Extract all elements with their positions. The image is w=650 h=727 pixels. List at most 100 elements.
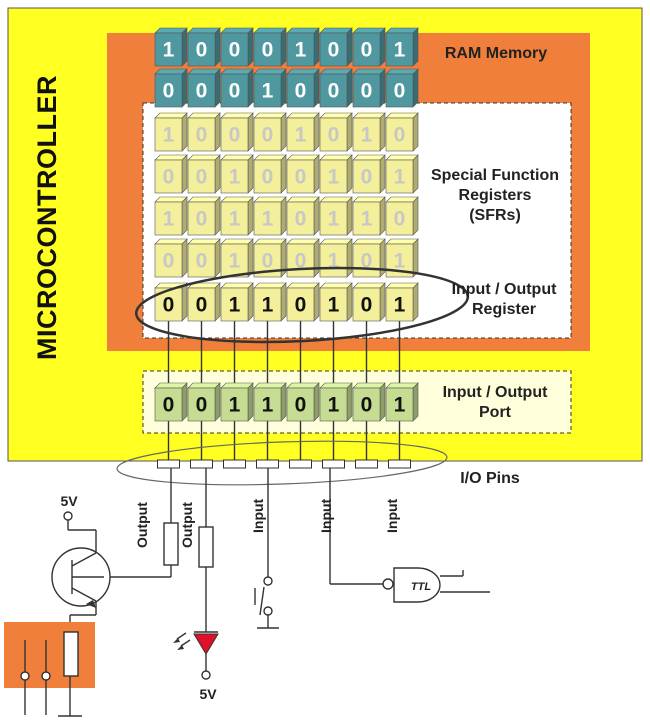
relay-contact-b	[41, 671, 51, 681]
supply-terminal-top	[63, 511, 73, 521]
sfr-row-2-cell: 0	[253, 154, 287, 194]
supply-label-top: 5V	[60, 493, 78, 509]
sfr-row-2-bit: 0	[163, 166, 175, 189]
io-register-highlight	[134, 266, 470, 344]
resistor-2	[198, 526, 214, 568]
sfr-row-1-bit: 1	[361, 124, 373, 147]
ram-row-1-cell: 1	[385, 27, 419, 67]
sfr-row-1-bit: 0	[328, 124, 340, 147]
sfr-row-4-bit: 1	[394, 250, 406, 273]
io-register-bit: 0	[163, 294, 175, 317]
sfr-row-4-cell: 0	[286, 238, 320, 278]
sfr-row-1-bit: 1	[295, 124, 307, 147]
sfr-row-4-cell: 0	[352, 238, 386, 278]
ram-row-1-cell: 0	[319, 27, 353, 67]
sfr-row-1-bit: 1	[163, 124, 175, 147]
pin-label-input-1: Input	[250, 498, 266, 533]
io-register-cell: 1	[385, 282, 419, 322]
ram-row-1-bit: 1	[394, 39, 406, 62]
io-register-cell: 0	[352, 282, 386, 322]
sfr-row-2-bit: 0	[295, 166, 307, 189]
ram-row-2-bit: 0	[196, 80, 208, 103]
ram-memory-label: RAM Memory	[444, 45, 548, 62]
led	[193, 633, 219, 655]
sfr-row-3-cell: 0	[187, 196, 221, 236]
relay-coil	[63, 631, 79, 677]
ram-row-2-cell: 0	[319, 68, 353, 108]
ram-row-2-bit: 0	[295, 80, 307, 103]
ram-row-2-cell: 0	[220, 68, 254, 108]
sfr-row-2-bit: 1	[328, 166, 340, 189]
ttl-label: TTL	[411, 581, 431, 593]
ram-row-2-bit: 0	[163, 80, 175, 103]
ttl-gate	[393, 567, 441, 603]
sfr-row-1-cell: 0	[385, 112, 419, 152]
sfr-row-1-cell: 0	[253, 112, 287, 152]
io-register-bit: 0	[196, 294, 208, 317]
io-port-bit: 0	[196, 394, 208, 417]
io-port-bit: 1	[328, 394, 340, 417]
ram-row-1-bit: 0	[196, 39, 208, 62]
io-port-cell: 0	[187, 382, 221, 422]
sfr-row-4-bit: 0	[295, 250, 307, 273]
pin-label-input-2: Input	[318, 498, 334, 533]
sfr-row-3-bit: 1	[361, 208, 373, 231]
io-pins-highlight	[116, 440, 448, 486]
io-port-label-line1: Input / Output	[442, 384, 548, 401]
sfr-row-2-cell: 0	[286, 154, 320, 194]
sfr-row-2-bit: 0	[361, 166, 373, 189]
pin-label-output-1: Output	[134, 502, 150, 548]
microcontroller-title: MICROCONTROLLER	[32, 75, 62, 360]
sfr-row-1-bit: 0	[196, 124, 208, 147]
io-port-cell: 1	[220, 382, 254, 422]
ram-row-1-bit: 0	[361, 39, 373, 62]
io-port-bit: 1	[394, 394, 406, 417]
sfr-row-4-bit: 0	[163, 250, 175, 273]
sfr-row-1-cell: 1	[352, 112, 386, 152]
sfr-row-4-cell: 0	[187, 238, 221, 278]
ram-row-2-cell: 0	[385, 68, 419, 108]
ram-row-1-cell: 1	[286, 27, 320, 67]
sfr-row-2-cell: 0	[352, 154, 386, 194]
io-pin	[322, 459, 345, 469]
sfr-row-1-cell: 1	[154, 112, 188, 152]
sfr-row-3-bit: 1	[328, 208, 340, 231]
sfr-row-2-bit: 0	[262, 166, 274, 189]
io-pin	[190, 459, 213, 469]
io-register-label-line1: Input / Output	[451, 281, 557, 298]
sfr-row-1-cell: 0	[187, 112, 221, 152]
io-pin	[355, 459, 378, 469]
sfr-row-2-cell: 1	[385, 154, 419, 194]
ram-row-2-cell: 0	[352, 68, 386, 108]
io-register-bit: 0	[295, 294, 307, 317]
ram-row-2-cell: 0	[286, 68, 320, 108]
sfr-row-1-bit: 0	[262, 124, 274, 147]
io-register-bit: 1	[262, 294, 274, 317]
relay-contact-a	[20, 671, 30, 681]
sfr-row-3-bit: 1	[163, 208, 175, 231]
ram-row-1-bit: 0	[328, 39, 340, 62]
io-pin	[388, 459, 411, 469]
io-port-bit: 1	[229, 394, 241, 417]
sfr-label: Special Function Registers (SFRs)	[407, 166, 583, 226]
sfr-row-2-bit: 0	[196, 166, 208, 189]
sfr-row-1-bit: 0	[394, 124, 406, 147]
io-pin	[157, 459, 180, 469]
ram-row-1-bit: 0	[229, 39, 241, 62]
io-pin	[256, 459, 279, 469]
io-register-bit: 1	[394, 294, 406, 317]
io-register-bit: 0	[361, 294, 373, 317]
sfr-row-2-bit: 1	[394, 166, 406, 189]
sfr-row-1-cell: 0	[319, 112, 353, 152]
io-register-cell: 1	[319, 282, 353, 322]
io-port-cell: 0	[286, 382, 320, 422]
io-register-label-line2: Register	[471, 301, 537, 318]
io-pins-label: I/O Pins	[460, 470, 520, 487]
sfr-row-1-bit: 0	[229, 124, 241, 147]
sfr-label-line3: (SFRs)	[469, 207, 521, 224]
io-port-cell: 0	[154, 382, 188, 422]
sfr-label-line1: Special Function	[430, 167, 559, 184]
sfr-row-3-cell: 0	[286, 196, 320, 236]
supply-terminal-bottom	[201, 670, 211, 680]
